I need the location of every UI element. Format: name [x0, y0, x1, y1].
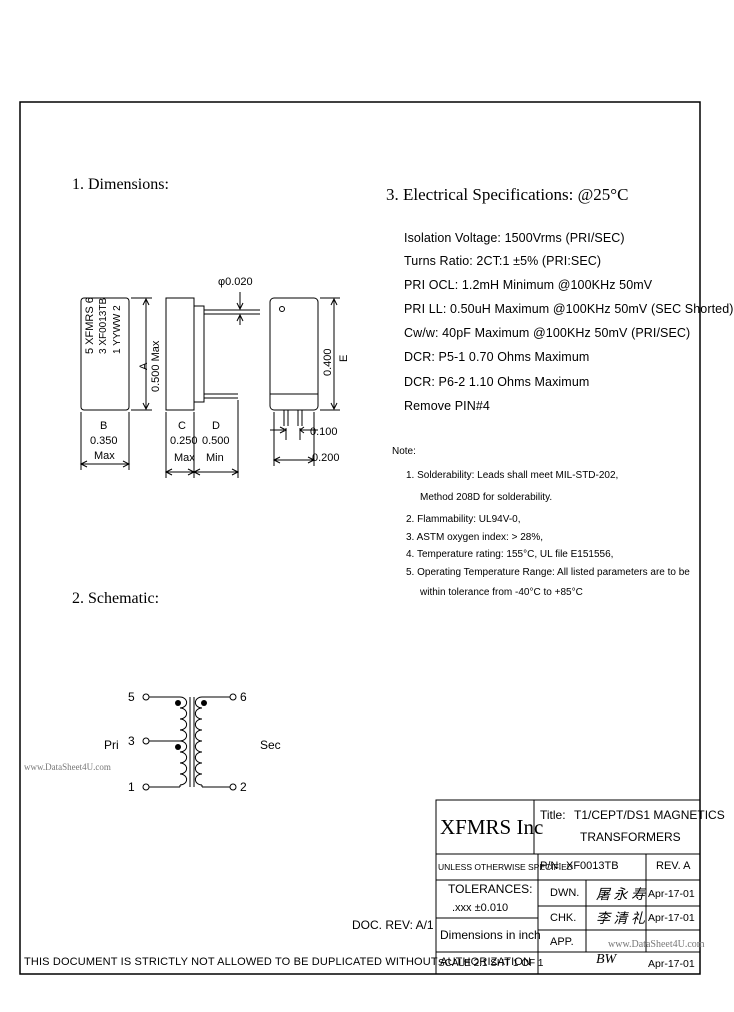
drawn-signature: 屠 永 寿 — [596, 888, 645, 903]
dim-a-value: 0.500 Max — [150, 340, 162, 392]
part-marking-line3: 1 YYWW 2 — [112, 305, 123, 354]
spec-dcr-p5-1: DCR: P5-1 0.70 Ohms Maximum — [404, 350, 590, 364]
part-marking-line2: 3 XF0013TB — [98, 297, 109, 354]
drawn-date: Apr-17-01 — [648, 888, 695, 900]
note-5-cont: within tolerance from -40°C to +85°C — [420, 587, 583, 598]
note-5: 5. Operating Temperature Range: All list… — [406, 567, 690, 578]
watermark-titleblock: www.DataSheet4U.com — [608, 939, 705, 950]
tolerance-value: .xxx ±0.010 — [452, 902, 509, 914]
approved-signature: BW — [596, 952, 617, 967]
secondary-label: Sec — [260, 738, 281, 752]
dim-pitch-200: 0.200 — [312, 452, 340, 464]
scale-sheet: SCALE 2:1 SHT 1 OF 1 — [438, 958, 544, 969]
spec-isolation-voltage: Isolation Voltage: 1500Vrms (PRI/SEC) — [404, 231, 625, 245]
primary-label: Pri — [104, 738, 119, 752]
tolerances-label: TOLERANCES: — [448, 882, 533, 896]
approved-date: Apr-17-01 — [648, 958, 695, 970]
footer-notice: THIS DOCUMENT IS STRICTLY NOT ALLOWED TO… — [24, 956, 532, 968]
pin-3-label: 3 — [128, 734, 135, 748]
dim-a-letter: A — [138, 362, 150, 370]
schematic-heading: 2. Schematic: — [72, 590, 160, 607]
checked-label: CHK. — [550, 912, 577, 924]
spec-pri-ocl: PRI OCL: 1.2mH Minimum @100KHz 50mV — [404, 278, 653, 292]
electrical-heading: 3. Electrical Specifications: @25°C — [386, 185, 629, 204]
company-name: XFMRS Inc — [440, 815, 544, 839]
part-marking-line1: 5 XFMRS 6 — [84, 297, 96, 354]
dim-c-letter: C — [178, 420, 186, 432]
dim-d-letter: D — [212, 420, 220, 432]
approved-label: APP. — [550, 936, 574, 948]
pin-1-label: 1 — [128, 780, 135, 794]
dim-b-letter: B — [100, 420, 108, 432]
spec-dcr-p6-2: DCR: P6-2 1.10 Ohms Maximum — [404, 375, 590, 389]
pin-6-label: 6 — [240, 690, 247, 704]
spec-capacitance: Cw/w: 40pF Maximum @100KHz 50mV (PRI/SEC… — [404, 326, 691, 340]
rev-value: REV. A — [656, 860, 691, 872]
dimensions-in-inch: Dimensions in inch — [440, 928, 541, 942]
pin-5-label: 5 — [128, 690, 135, 704]
title-line1: T1/CEPT/DS1 MAGNETICS — [574, 808, 725, 822]
note-3: 3. ASTM oxygen index: > 28%, — [406, 532, 544, 543]
note-2: 2. Flammability: UL94V-0, — [406, 514, 521, 525]
dim-c-max: Max — [174, 452, 195, 464]
note-1-cont: Method 208D for solderability. — [420, 492, 553, 503]
title-line2: TRANSFORMERS — [580, 830, 681, 844]
watermark-left: www.DataSheet4U.com — [24, 762, 111, 772]
spec-remove-pin: Remove PIN#4 — [404, 399, 490, 413]
checked-date: Apr-17-01 — [648, 912, 695, 924]
drawn-label: DWN. — [550, 887, 580, 899]
dim-pitch-100: 0.100 — [310, 426, 338, 438]
doc-rev: DOC. REV: A/1 — [352, 918, 434, 932]
dim-d-value: 0.500 — [202, 435, 230, 447]
dim-b-max: Max — [94, 450, 115, 462]
pn-label: P/N: — [540, 860, 562, 872]
dim-e-letter: E — [338, 354, 350, 362]
dim-pin-diameter: φ0.020 — [218, 276, 253, 288]
dim-c-value: 0.250 — [170, 435, 198, 447]
note-1: 1. Solderability: Leads shall meet MIL-S… — [406, 470, 619, 481]
spec-turns-ratio: Turns Ratio: 2CT:1 ±5% (PRI:SEC) — [404, 254, 602, 268]
checked-signature: 李 清 礼 — [596, 912, 645, 927]
unless-otherwise-specified: UNLESS OTHERWISE SPECIFIED — [438, 862, 573, 872]
dim-e-value: 0.400 — [322, 348, 334, 376]
pn-value: XF0013TB — [566, 860, 619, 872]
spec-pri-ll: PRI LL: 0.50uH Maximum @100KHz 50mV (SEC… — [404, 302, 734, 316]
title-label: Title: — [540, 808, 566, 822]
note-4: 4. Temperature rating: 155°C, UL file E1… — [406, 549, 614, 560]
dimensions-heading: 1. Dimensions: — [72, 176, 169, 193]
dim-b-value: 0.350 — [90, 435, 118, 447]
dim-d-min: Min — [206, 452, 224, 464]
pin-2-label: 2 — [240, 780, 247, 794]
notes-heading: Note: — [392, 446, 416, 457]
